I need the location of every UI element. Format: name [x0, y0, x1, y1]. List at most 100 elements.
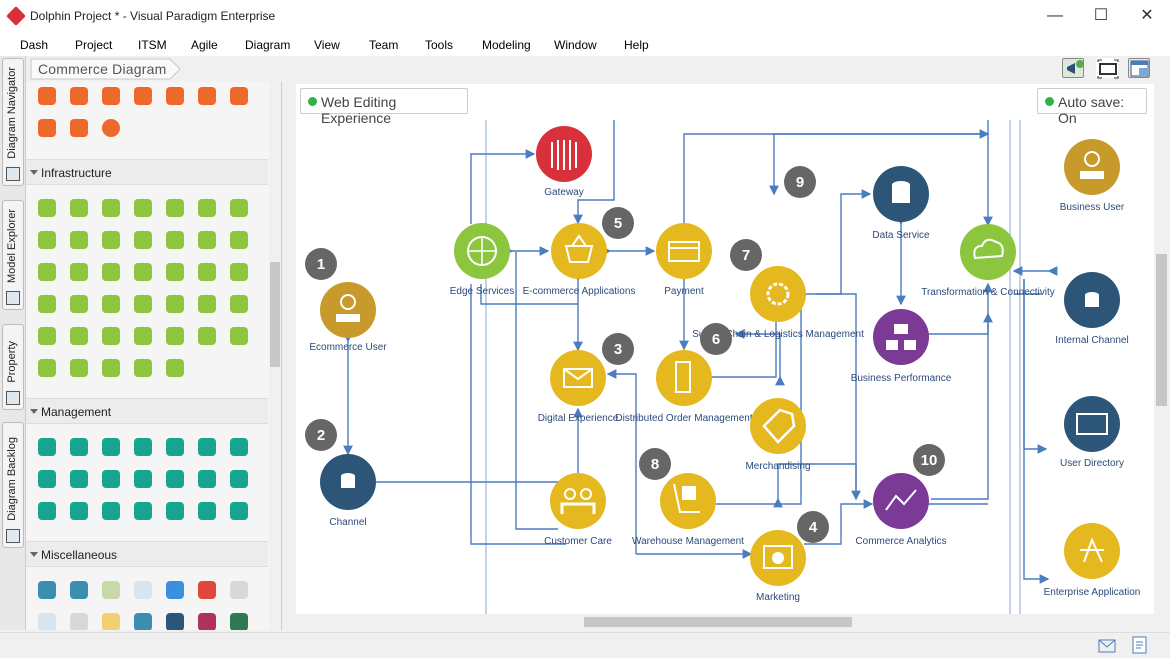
node-transformation[interactable]: Transformation & Connectivity	[921, 224, 1055, 298]
palette-shape-icon[interactable]	[134, 470, 152, 488]
palette-shape-icon[interactable]	[198, 581, 216, 599]
palette-shape-icon[interactable]	[230, 263, 248, 281]
node-business-user[interactable]: Business User	[1060, 139, 1125, 213]
menu-dash[interactable]: Dash	[20, 38, 49, 52]
menu-agile[interactable]: Agile	[191, 38, 218, 52]
vertical-scroll-thumb[interactable]	[1156, 254, 1167, 406]
menu-team[interactable]: Team	[369, 38, 399, 52]
palette-shape-icon[interactable]	[38, 263, 56, 281]
fit-view-icon[interactable]	[1096, 58, 1119, 79]
mail-icon[interactable]	[1098, 639, 1116, 653]
palette-shape-icon[interactable]	[166, 199, 184, 217]
palette-shape-icon[interactable]	[102, 470, 120, 488]
node-payment[interactable]: Payment	[656, 223, 712, 297]
palette-shape-icon[interactable]	[102, 581, 120, 599]
canvas-horizontal-scrollbar[interactable]	[296, 614, 1154, 630]
palette-shape-icon[interactable]	[166, 327, 184, 345]
palette-shape-icon[interactable]	[38, 359, 56, 377]
palette-shape-icon[interactable]	[134, 359, 152, 377]
palette-shape-icon[interactable]	[134, 231, 152, 249]
palette-shape-icon[interactable]	[70, 199, 88, 217]
palette-shape-icon[interactable]	[230, 231, 248, 249]
node-edge-services[interactable]: Edge Services	[450, 223, 514, 297]
panel-layout-icon[interactable]	[1128, 58, 1150, 78]
palette-shape-icon[interactable]	[102, 263, 120, 281]
palette-shape-icon[interactable]	[230, 295, 248, 313]
palette-shape-icon[interactable]	[230, 470, 248, 488]
palette-shape-icon[interactable]	[134, 613, 152, 630]
tab-property[interactable]: Property	[2, 324, 24, 410]
splitter[interactable]	[284, 82, 296, 630]
palette-shape-icon[interactable]	[198, 327, 216, 345]
palette-shape-icon[interactable]	[70, 119, 88, 137]
palette-section-infrastructure[interactable]: Infrastructure	[26, 159, 268, 185]
palette-shape-icon[interactable]	[70, 438, 88, 456]
palette-scroll-thumb[interactable]	[270, 262, 280, 367]
palette-scrollbar[interactable]	[269, 82, 281, 630]
node-marketing[interactable]: Marketing	[750, 530, 806, 603]
auto-save-status[interactable]: Auto save: On	[1037, 88, 1147, 126]
palette-shape-icon[interactable]	[230, 613, 248, 630]
close-button[interactable]: ✕	[1140, 7, 1154, 24]
announcement-icon[interactable]	[1062, 58, 1084, 78]
horizontal-scroll-thumb[interactable]	[584, 617, 852, 627]
palette-shape-icon[interactable]	[134, 502, 152, 520]
palette-shape-icon[interactable]	[198, 263, 216, 281]
menu-window[interactable]: Window	[554, 38, 597, 52]
palette-shape-icon[interactable]	[102, 613, 120, 630]
palette-shape-icon[interactable]	[102, 119, 120, 137]
palette-shape-icon[interactable]	[102, 231, 120, 249]
node-commerce-analytics[interactable]: Commerce Analytics	[855, 473, 947, 547]
tab-diagram-navigator[interactable]: Diagram Navigator	[2, 58, 24, 186]
palette-shape-icon[interactable]	[198, 470, 216, 488]
palette-shape-icon[interactable]	[166, 295, 184, 313]
palette-shape-icon[interactable]	[70, 231, 88, 249]
palette-shape-icon[interactable]	[102, 359, 120, 377]
palette-shape-icon[interactable]	[38, 327, 56, 345]
maximize-button[interactable]: ☐	[1093, 7, 1109, 24]
palette-shape-icon[interactable]	[70, 613, 88, 630]
menu-diagram[interactable]: Diagram	[245, 38, 291, 52]
palette-shape-icon[interactable]	[198, 295, 216, 313]
node-user-directory[interactable]: User Directory	[1060, 396, 1124, 469]
palette-shape-icon[interactable]	[102, 327, 120, 345]
palette-shape-icon[interactable]	[230, 327, 248, 345]
menu-project[interactable]: Project	[75, 38, 113, 52]
palette-shape-icon[interactable]	[70, 502, 88, 520]
palette-shape-icon[interactable]	[230, 581, 248, 599]
palette-shape-icon[interactable]	[134, 199, 152, 217]
node-gateway[interactable]: Gateway	[536, 126, 592, 198]
palette-section-management[interactable]: Management	[26, 398, 268, 424]
palette-shape-icon[interactable]	[70, 295, 88, 313]
palette-shape-icon[interactable]	[102, 295, 120, 313]
breadcrumb[interactable]: Commerce Diagram	[30, 58, 181, 80]
canvas-vertical-scrollbar[interactable]	[1154, 84, 1169, 614]
web-editing-status[interactable]: Web Editing Experience	[300, 88, 468, 126]
tab-diagram-backlog[interactable]: Diagram Backlog	[2, 422, 24, 548]
node-ecommerce-user[interactable]: Ecommerce User	[309, 282, 387, 353]
menu-itsm[interactable]: ITSM	[138, 38, 167, 52]
palette-shape-icon[interactable]	[198, 231, 216, 249]
palette-shape-icon[interactable]	[166, 231, 184, 249]
node-channel[interactable]: Channel	[320, 454, 376, 528]
palette-shape-icon[interactable]	[198, 502, 216, 520]
palette-shape-icon[interactable]	[166, 359, 184, 377]
palette-shape-icon[interactable]	[230, 199, 248, 217]
palette-section-miscellaneous[interactable]: Miscellaneous	[26, 541, 268, 567]
node-customer-care[interactable]: Customer Care	[544, 473, 612, 547]
palette-shape-icon[interactable]	[166, 581, 184, 599]
node-warehouse[interactable]: Warehouse Management	[632, 473, 744, 547]
palette-shape-icon[interactable]	[166, 470, 184, 488]
node-supply-chain[interactable]: Supply Chain & Logistics Management	[692, 266, 864, 340]
node-merchandising[interactable]: Merchandising	[745, 398, 811, 472]
palette-shape-icon[interactable]	[70, 87, 88, 105]
palette-shape-icon[interactable]	[38, 87, 56, 105]
menu-modeling[interactable]: Modeling	[482, 38, 531, 52]
palette-shape-icon[interactable]	[166, 438, 184, 456]
palette-shape-icon[interactable]	[230, 87, 248, 105]
palette-shape-icon[interactable]	[38, 199, 56, 217]
palette-shape-icon[interactable]	[134, 581, 152, 599]
palette-shape-icon[interactable]	[70, 470, 88, 488]
menu-tools[interactable]: Tools	[425, 38, 454, 52]
palette-shape-icon[interactable]	[38, 613, 56, 630]
